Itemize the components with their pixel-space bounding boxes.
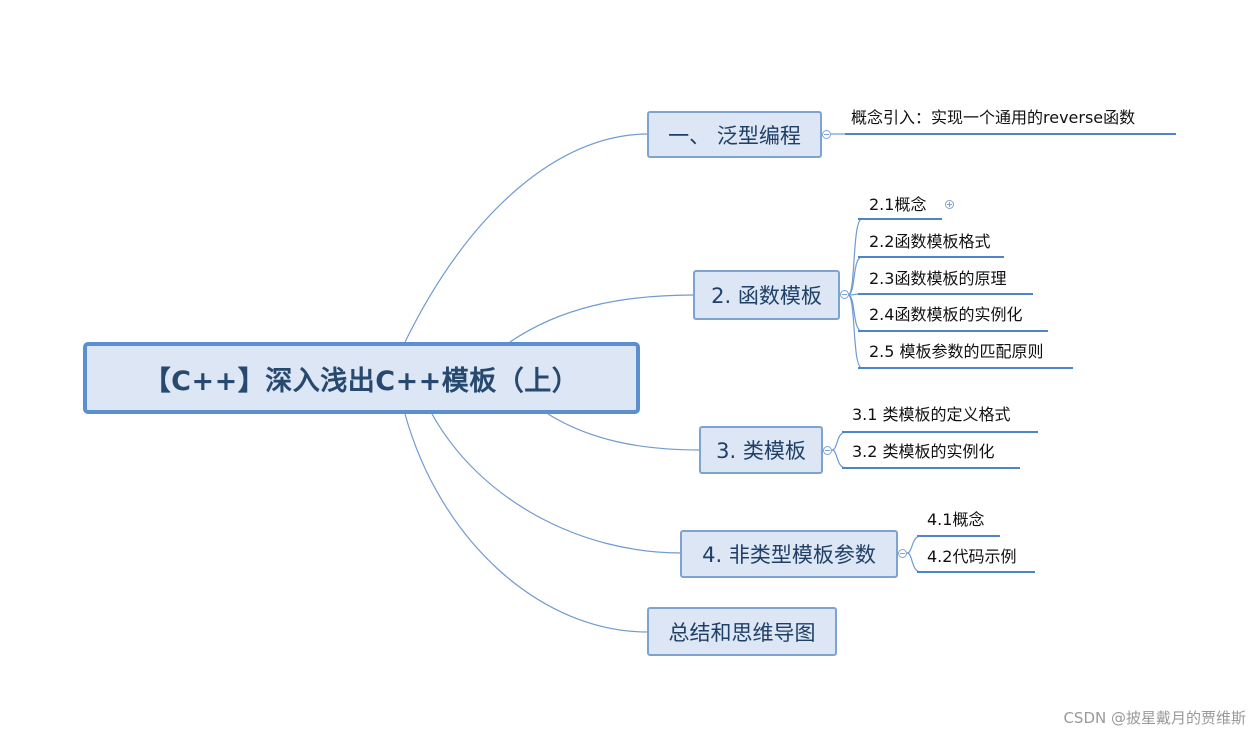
topic-summary-mindmap[interactable]: 总结和思维导图 bbox=[647, 607, 837, 656]
link-topic4-child-1 bbox=[906, 535, 922, 554]
topic-3-child-2[interactable]: 3.2 类模板的实例化 bbox=[852, 442, 995, 461]
link-root-topic-5 bbox=[404, 413, 649, 633]
topic-non-type-template-params[interactable]: 4. 非类型模板参数 bbox=[680, 530, 898, 578]
topic-label: 4. 非类型模板参数 bbox=[702, 543, 876, 567]
topic-function-template[interactable]: 2. 函数模板 bbox=[693, 270, 840, 320]
topic-label: 总结和思维导图 bbox=[668, 620, 816, 645]
topic-class-template[interactable]: 3. 类模板 bbox=[699, 426, 823, 474]
topic-2-child-1[interactable]: 2.1概念 bbox=[869, 195, 927, 214]
collapse-toggle-topic-4[interactable] bbox=[898, 549, 907, 558]
link-topic2-child-4 bbox=[847, 294, 863, 332]
topic-3-child-1[interactable]: 3.1 类模板的定义格式 bbox=[852, 405, 1011, 424]
topic-2-child-4[interactable]: 2.4函数模板的实例化 bbox=[869, 305, 1023, 324]
link-root-topic-4 bbox=[431, 413, 682, 554]
link-topic4-child-2 bbox=[906, 552, 922, 573]
link-topic3-child-2 bbox=[831, 449, 847, 469]
link-root-topic-2 bbox=[509, 294, 695, 343]
root-topic[interactable]: 【C++】深入浅出C++模板（上） bbox=[83, 342, 640, 414]
collapse-toggle-topic-2[interactable] bbox=[840, 290, 849, 299]
topic-4-child-2[interactable]: 4.2代码示例 bbox=[927, 547, 1017, 566]
topic-2-child-5[interactable]: 2.5 模板参数的匹配原则 bbox=[869, 342, 1044, 361]
topic-generic-programming[interactable]: 一、 泛型编程 bbox=[647, 111, 822, 158]
collapse-toggle-topic-1[interactable] bbox=[822, 130, 831, 139]
topic-2-child-2[interactable]: 2.2函数模板格式 bbox=[869, 232, 991, 251]
topic-1-child-1[interactable]: 概念引入：实现一个通用的reverse函数 bbox=[851, 108, 1136, 127]
link-root-topic-3 bbox=[547, 413, 701, 451]
topic-2-child-3[interactable]: 2.3函数模板的原理 bbox=[869, 269, 1007, 288]
link-topic3-child-1 bbox=[831, 431, 847, 451]
topic-label: 一、 泛型编程 bbox=[668, 123, 801, 148]
link-topic2-child-5 bbox=[847, 294, 863, 369]
collapse-toggle-topic-3[interactable] bbox=[823, 446, 832, 455]
link-root-topic-1 bbox=[404, 133, 649, 343]
topic-label: 3. 类模板 bbox=[716, 439, 806, 463]
root-title: 【C++】深入浅出C++模板（上） bbox=[143, 365, 580, 397]
expand-toggle-topic-2-child-1[interactable] bbox=[945, 200, 954, 209]
link-topic2-child-2 bbox=[847, 256, 863, 296]
topic-label: 2. 函数模板 bbox=[711, 284, 822, 308]
topic-4-child-1[interactable]: 4.1概念 bbox=[927, 510, 985, 529]
watermark: CSDN @披星戴月的贾维斯 bbox=[1063, 709, 1246, 727]
